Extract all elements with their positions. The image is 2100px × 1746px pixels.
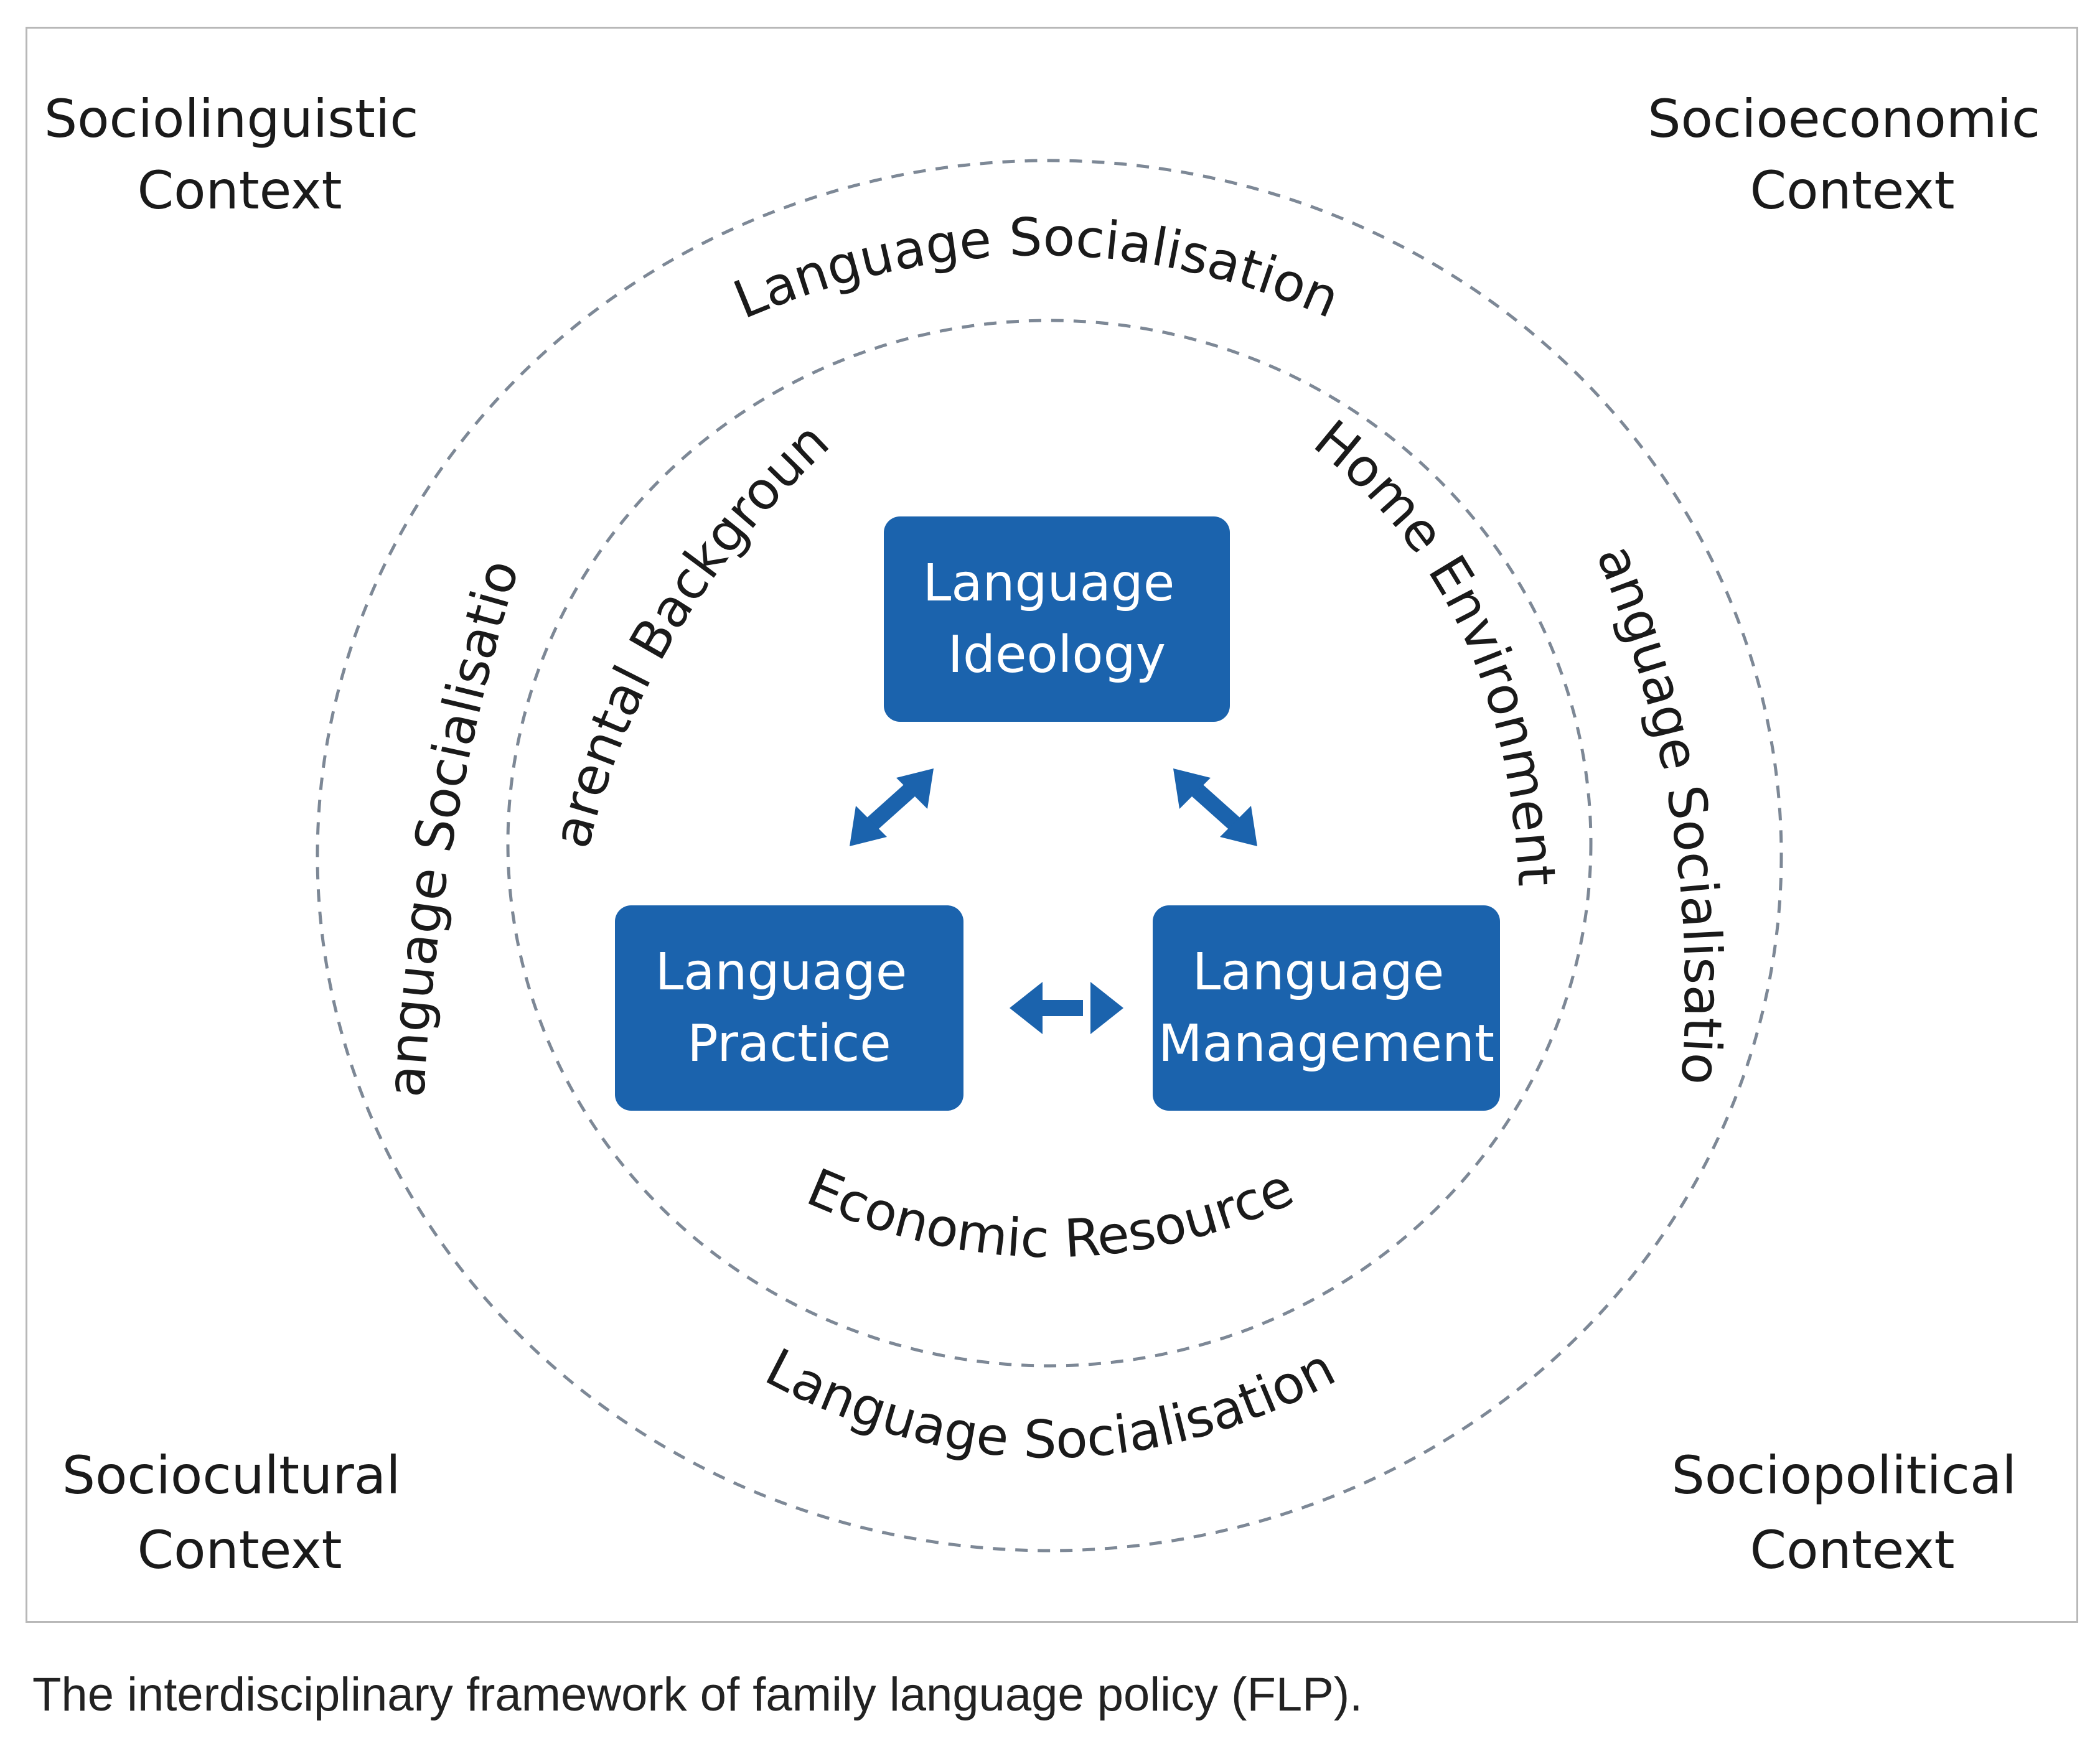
outer-dashed-ring: [316, 159, 1783, 1552]
arrow-practice-management: [1010, 982, 1123, 1034]
corner-top-left-line1: Sociolinguistic: [44, 88, 419, 149]
language-ideology-label: Language Ideology: [923, 554, 1191, 684]
outer-ring-top-label: Language Socialisation: [725, 207, 1348, 331]
outer-ring-bottom-label: Language Socialisation: [756, 1337, 1344, 1470]
corner-top-right: Socioeconomic Context: [1648, 88, 2057, 221]
corner-bottom-right-line2: Context: [1750, 1520, 1954, 1580]
corner-bottom-left: Sociocultural Context: [62, 1445, 418, 1580]
inner-dashed-ring: [506, 319, 1593, 1368]
corner-top-left: Sociolinguistic Context: [44, 88, 435, 221]
corner-bottom-right: Sociopolitical Context: [1672, 1445, 2033, 1580]
figure-frame: [26, 27, 2078, 1623]
arrow-ideology-practice: [850, 768, 934, 846]
figure-caption: The interdisciplinary framework of famil…: [32, 1668, 1363, 1721]
corner-top-left-line2: Context: [137, 160, 342, 221]
inner-ring-upper-right-label: Home Environment: [1303, 408, 1567, 887]
inner-ring-bottom-label: Economic Resource: [799, 1157, 1301, 1269]
corner-bottom-left-line2: Context: [137, 1520, 342, 1580]
language-practice-box: Language Practice: [615, 905, 963, 1111]
corner-bottom-right-line1: Sociopolitical: [1672, 1445, 2017, 1506]
corner-top-right-line2: Context: [1750, 160, 1954, 221]
language-ideology-box: Language Ideology: [884, 516, 1230, 722]
corner-bottom-left-line1: Sociocultural: [62, 1445, 401, 1506]
language-management-label: Language Management: [1158, 943, 1494, 1073]
arrow-ideology-management: [1173, 768, 1257, 846]
corner-top-right-line1: Socioeconomic: [1648, 88, 2040, 149]
language-management-box: Language Management: [1153, 905, 1500, 1111]
language-practice-label: Language Practice: [655, 943, 924, 1073]
